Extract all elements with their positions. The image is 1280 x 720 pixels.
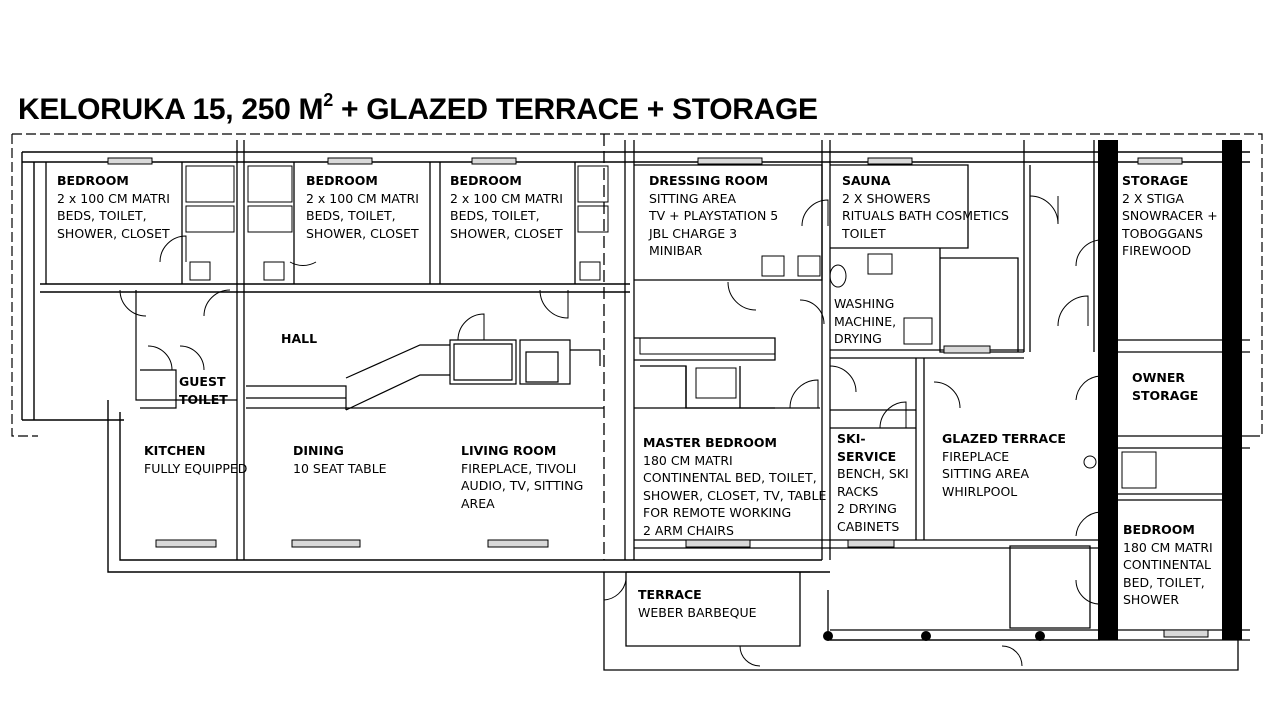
room-name: SKI- xyxy=(837,431,866,446)
room-bedroom-4: BEDROOM 180 CM MATRI CONTINENTAL BED, TO… xyxy=(1123,521,1213,609)
room-detail: BEDS, TOILET, xyxy=(306,208,396,223)
room-name: SAUNA xyxy=(842,173,891,188)
room-detail: 180 CM MATRI xyxy=(1123,539,1213,555)
room-detail: WHIRLPOOL xyxy=(942,483,1018,499)
room-detail: 2 X STIGA xyxy=(1122,190,1184,206)
room-detail: SHOWER, CLOSET xyxy=(57,225,170,241)
room-detail: 2 DRYING xyxy=(837,501,897,516)
room-name-2: SERVICE xyxy=(837,448,897,464)
room-name: BEDROOM xyxy=(450,173,522,188)
room-detail: CONTINENTAL xyxy=(1123,557,1212,572)
room-guest-toilet: GUEST TOILET xyxy=(179,373,228,408)
room-name-2: STORAGE xyxy=(1132,387,1199,403)
room-detail: 2 x 100 CM MATRI xyxy=(306,190,419,206)
plan-title: KELORUKA 15, 250 M2 + GLAZED TERRACE + S… xyxy=(18,90,818,126)
room-detail: FULLY EQUIPPED xyxy=(144,460,248,476)
stairs-area xyxy=(135,290,604,411)
room-detail: BEDS, TOILET, xyxy=(450,208,540,223)
room-detail: TV + PLAYSTATION 5 xyxy=(649,208,779,223)
room-detail: RITUALS BATH COSMETICS xyxy=(842,208,1009,223)
room-detail: 2 x 100 CM MATRI xyxy=(450,190,563,206)
room-detail: 2 x 100 CM MATRI xyxy=(57,190,170,206)
room-kitchen: KITCHEN FULLY EQUIPPED xyxy=(144,442,247,477)
room-detail: SHOWER xyxy=(1123,592,1180,607)
room-dining: DINING 10 SEAT TABLE xyxy=(293,442,387,477)
room-detail: 10 SEAT TABLE xyxy=(293,460,387,476)
room-name: GUEST xyxy=(179,374,226,389)
room-detail: SITTING AREA xyxy=(942,466,1030,481)
room-detail: AUDIO, TV, SITTING xyxy=(461,478,584,493)
room-name: OWNER xyxy=(1132,370,1186,385)
room-detail: BED, TOILET, xyxy=(1123,574,1205,590)
room-detail: AREA xyxy=(461,495,495,511)
room-washing: WASHING MACHINE, DRYING xyxy=(834,295,896,348)
fixtures xyxy=(185,165,1157,489)
room-name-2: TOILET xyxy=(179,391,228,407)
doors xyxy=(119,195,1101,667)
room-detail: MACHINE, xyxy=(834,313,897,329)
room-ski-service: SKI- SERVICE BENCH, SKI RACKS 2 DRYING C… xyxy=(837,430,909,535)
room-glazed-terrace: GLAZED TERRACE FIREPLACE SITTING AREA WH… xyxy=(942,430,1066,500)
room-detail: BEDS, TOILET, xyxy=(57,208,147,223)
room-detail: SHOWER, CLOSET xyxy=(450,225,563,241)
room-detail: JBL CHARGE 3 xyxy=(649,225,738,241)
room-name: DINING xyxy=(293,443,344,458)
room-name: STORAGE xyxy=(1122,173,1189,188)
room-master-bedroom: MASTER BEDROOM 180 CM MATRI CONTINENTAL … xyxy=(643,434,826,539)
room-storage: STORAGE 2 X STIGA SNOWRACER + TOBOGGANS … xyxy=(1122,172,1218,260)
room-name: GLAZED TERRACE xyxy=(942,431,1066,446)
room-name: HALL xyxy=(281,331,318,346)
room-name: MASTER BEDROOM xyxy=(643,435,777,450)
room-detail: MINIBAR xyxy=(649,243,703,258)
room-detail: FIREWOOD xyxy=(1122,243,1192,258)
room-detail: 2 ARM CHAIRS xyxy=(643,522,734,538)
room-name: LIVING ROOM xyxy=(461,443,557,458)
room-bedroom-3: BEDROOM 2 x 100 CM MATRI BEDS, TOILET, S… xyxy=(450,172,563,242)
room-detail: SHOWER, CLOSET, TV, TABLE xyxy=(643,487,827,503)
room-detail: 180 CM MATRI xyxy=(643,452,733,468)
room-detail: FIREPLACE, TIVOLI xyxy=(461,460,577,476)
room-detail: BENCH, SKI xyxy=(837,466,909,481)
room-name: DRESSING ROOM xyxy=(649,173,769,188)
room-owner-storage: OWNER STORAGE xyxy=(1132,369,1198,404)
room-dressing-room: DRESSING ROOM SITTING AREA TV + PLAYSTAT… xyxy=(649,172,778,260)
room-detail: SITTING AREA xyxy=(649,190,737,206)
posts xyxy=(823,140,1242,641)
room-hall: HALL xyxy=(281,330,317,348)
room-detail: FIREPLACE xyxy=(942,448,1010,464)
room-detail: RACKS xyxy=(837,483,879,499)
room-name: WASHING xyxy=(834,296,895,311)
room-detail: CONTINENTAL BED, TOILET, xyxy=(643,470,817,485)
room-detail: FOR REMOTE WORKING xyxy=(643,505,792,520)
outer-walls xyxy=(11,133,1263,573)
room-name: TERRACE xyxy=(638,587,702,602)
room-name: KITCHEN xyxy=(144,443,206,458)
room-name: BEDROOM xyxy=(306,173,378,188)
room-detail: CABINETS xyxy=(837,518,900,534)
room-name: BEDROOM xyxy=(57,173,129,188)
room-detail: TOBOGGANS xyxy=(1122,225,1203,241)
room-sauna: SAUNA 2 X SHOWERS RITUALS BATH COSMETICS… xyxy=(842,172,1009,242)
room-detail: DRYING xyxy=(834,331,882,346)
room-detail: SNOWRACER + xyxy=(1122,208,1218,223)
room-detail: SHOWER, CLOSET xyxy=(306,225,419,241)
room-name: BEDROOM xyxy=(1123,522,1195,537)
room-detail: TOILET xyxy=(842,225,886,241)
room-terrace: TERRACE WEBER BARBEQUE xyxy=(638,586,757,621)
room-detail: WEBER BARBEQUE xyxy=(638,604,757,620)
room-bedroom-1: BEDROOM 2 x 100 CM MATRI BEDS, TOILET, S… xyxy=(57,172,170,242)
room-living-room: LIVING ROOM FIREPLACE, TIVOLI AUDIO, TV,… xyxy=(461,442,583,512)
room-detail: 2 X SHOWERS xyxy=(842,190,931,206)
room-bedroom-2: BEDROOM 2 x 100 CM MATRI BEDS, TOILET, S… xyxy=(306,172,419,242)
